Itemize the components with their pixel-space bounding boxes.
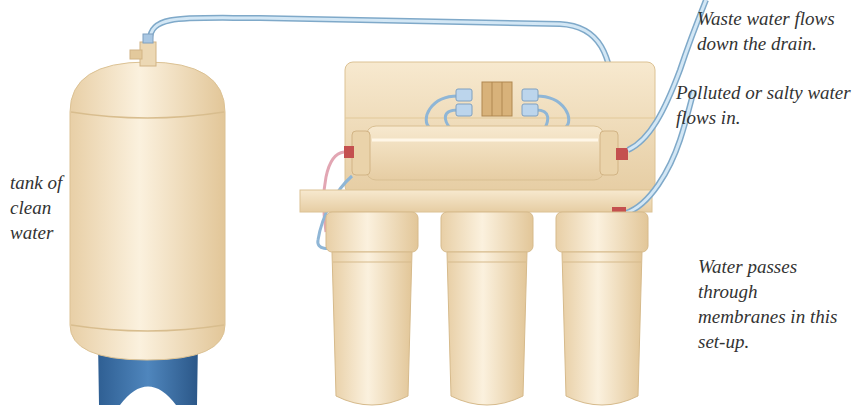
clean-water-tank [70,62,225,360]
tube-fitting [456,104,472,116]
membrane-housing [345,62,655,194]
cylinder-end-cap [352,131,370,175]
membrane-tube [536,96,569,128]
canister-body [562,252,642,405]
callout-label: Polluted or salty water flows in. [676,80,854,130]
cylinder-end-cap [600,131,618,175]
tank-seam [71,112,224,118]
canister-rib [563,262,641,263]
callout-label: tank of clean water [10,170,88,245]
red-connector [616,148,628,160]
membrane-tube [426,96,458,128]
red-connector [344,146,354,158]
flow-restrictor [482,82,512,116]
filter-canister [441,212,533,405]
tube-fitting [522,89,538,101]
canister-cap [556,212,648,252]
callout-label: Water passes through membranes in this s… [698,254,843,354]
filter-canister [556,212,648,405]
housing-edge [345,118,655,119]
canister-body [332,252,412,405]
restrictor-line [492,82,493,116]
canister-rib [333,262,411,263]
tank-valve-port [130,50,142,59]
membrane-cylinder [366,126,604,180]
valve-cap [143,34,153,43]
filter-canister [326,212,418,405]
cylinder-highlight [372,139,598,142]
canister-cap [441,212,533,252]
restrictor-line [502,82,503,116]
tank-seam [71,325,224,331]
canister-cap [326,212,418,252]
canister-body [447,252,527,405]
callout-label: Waste water flows down the drain. [697,6,861,56]
mounting-bracket [300,190,652,212]
tube-fitting [522,104,538,116]
tube-fitting [456,89,472,101]
canister-rib [448,262,526,263]
